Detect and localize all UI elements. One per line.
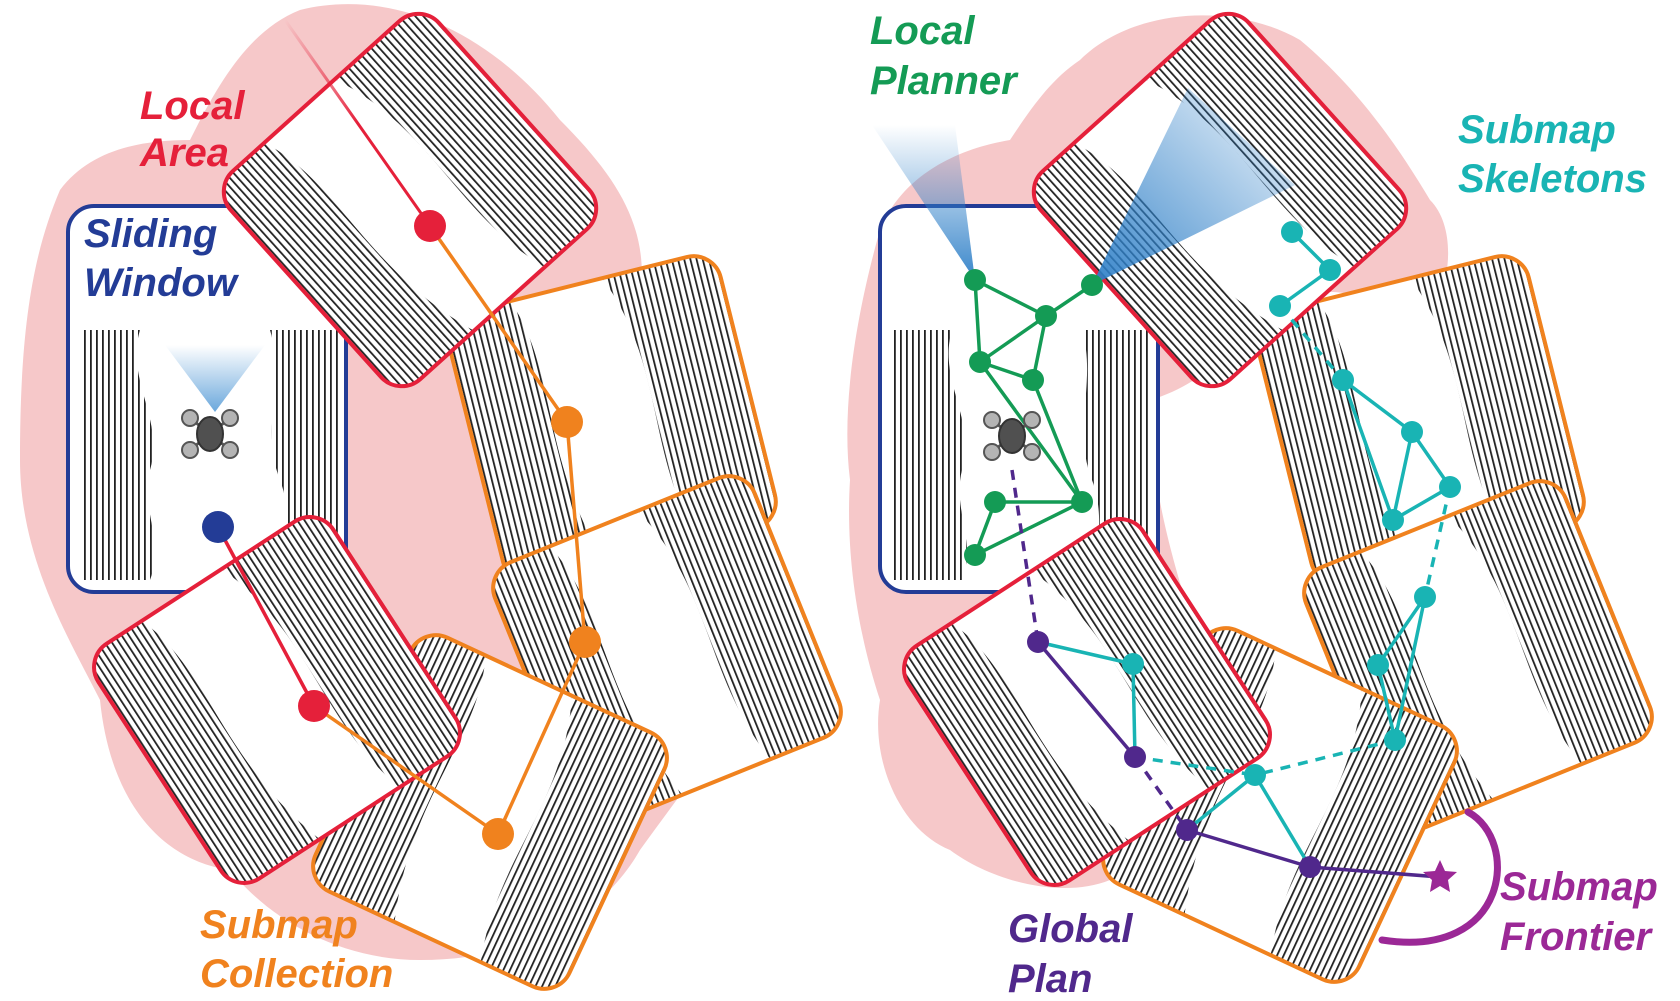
goal-star-icon	[1423, 860, 1457, 892]
local-area-label-line1: Local	[140, 84, 245, 128]
submap-skeletons-label-line1: Submap	[1458, 108, 1616, 152]
graph-node	[1027, 631, 1049, 653]
graph-node	[1439, 476, 1461, 498]
graph-node	[1299, 856, 1321, 878]
graph-node	[1414, 586, 1436, 608]
graph-node	[1081, 274, 1103, 296]
submap-frontier-label-line2: Frontier	[1500, 915, 1654, 959]
graph-node	[1071, 491, 1093, 513]
submap-skeleton-links	[1134, 304, 1452, 777]
submap-collection-edges	[216, 224, 587, 836]
graph-node	[551, 406, 583, 438]
global-plan-label-line1: Global	[1008, 907, 1133, 951]
sliding-window-hatch-right	[270, 330, 340, 580]
graph-node	[984, 491, 1006, 513]
local-planner-label-line2: Planner	[870, 59, 1019, 103]
local-planner-label-line1: Local	[870, 9, 975, 53]
sliding-window-hatch-left	[892, 330, 967, 580]
local-area-label-line2: Area	[139, 131, 229, 175]
graph-node	[1035, 305, 1057, 327]
submap-tile	[1022, 2, 1418, 398]
graph-node	[1332, 369, 1354, 391]
graph-node	[969, 351, 991, 373]
submap-skeleton-edges	[1037, 230, 1452, 868]
submap-tile	[212, 2, 608, 398]
graph-node	[1401, 421, 1423, 443]
right-panel	[847, 2, 1661, 992]
graph-node	[1269, 295, 1291, 317]
labels: Local Area Sliding Window Submap Collect…	[84, 9, 1658, 1001]
submap-skeletons-label-line2: Skeletons	[1458, 157, 1647, 201]
graph-node	[1384, 729, 1406, 751]
graph-node	[414, 210, 446, 242]
submap-tile	[83, 506, 471, 894]
graph-node	[569, 626, 601, 658]
graph-node	[1281, 221, 1303, 243]
graph-node	[1122, 653, 1144, 675]
graph-node	[1367, 654, 1389, 676]
graph-node	[202, 511, 234, 543]
graph-node	[1319, 259, 1341, 281]
global-plan-label-line2: Plan	[1008, 957, 1092, 1001]
graph-node	[298, 690, 330, 722]
graph-node	[1244, 764, 1266, 786]
graph-node	[1124, 746, 1146, 768]
submap-frontier-arc	[1378, 808, 1501, 946]
left-panel	[20, 2, 850, 999]
graph-node	[964, 544, 986, 566]
graph-node	[1176, 819, 1198, 841]
submap-collection-label-line1: Submap	[200, 903, 358, 947]
camera-cone-icon	[1092, 88, 1295, 285]
global-plan-edges	[1010, 469, 1441, 879]
camera-cone-icon	[872, 125, 975, 280]
graph-node	[964, 269, 986, 291]
submap-collection-label-line2: Collection	[200, 952, 393, 996]
camera-cone-icon	[165, 345, 265, 412]
red-trail	[283, 19, 432, 227]
submap-frontier-label-line1: Submap	[1500, 865, 1658, 909]
submap-tile	[893, 508, 1281, 896]
graph-node	[1382, 509, 1404, 531]
graph-node	[1022, 369, 1044, 391]
sliding-window-hatch-right	[1082, 330, 1152, 580]
sliding-window-label-line2: Window	[84, 261, 240, 305]
sliding-window-hatch-left	[80, 330, 155, 580]
sliding-window-label-line1: Sliding	[84, 212, 217, 256]
graph-node	[482, 818, 514, 850]
